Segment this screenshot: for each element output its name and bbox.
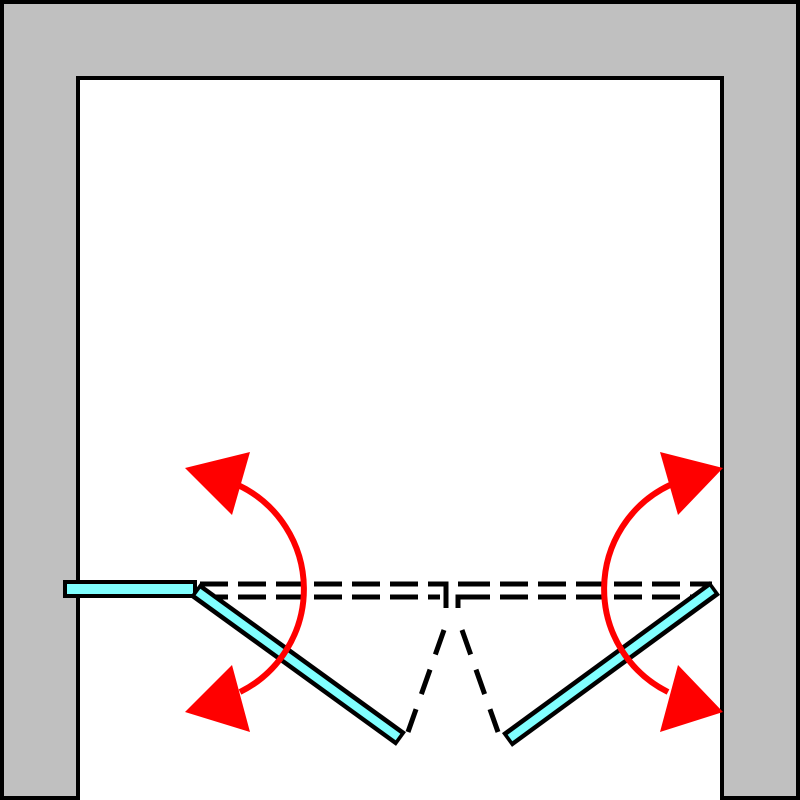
swing-arrow-left-icon bbox=[185, 452, 307, 732]
right-door-panel[interactable] bbox=[501, 581, 721, 747]
closed-door-outline-dashed bbox=[200, 581, 712, 600]
inward-swing-dashed bbox=[405, 629, 501, 733]
door-center-joint bbox=[430, 581, 470, 608]
left-door-panel[interactable] bbox=[190, 583, 406, 746]
swing-arrow-right-icon bbox=[601, 452, 723, 732]
left-fixed-panel bbox=[63, 580, 197, 598]
